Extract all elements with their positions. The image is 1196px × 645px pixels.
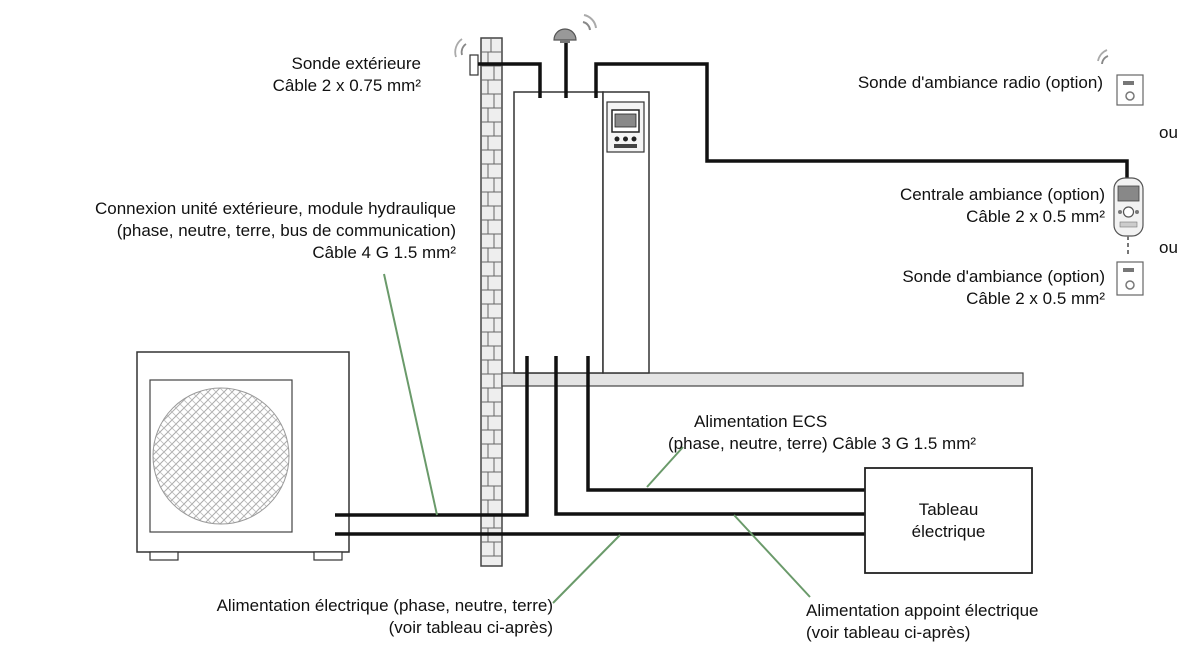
label-outdoor-unit-connection: Connexion unité extérieure, module hydra… <box>0 198 456 264</box>
label-central-room-unit-line2: Câble 2 x 0.5 mm² <box>966 207 1105 226</box>
leader-alim-electrique <box>552 534 621 604</box>
label-room-sensor: Sonde d'ambiance (option) Câble 2 x 0.5 … <box>790 266 1105 310</box>
cable-backup-heater <box>554 356 865 516</box>
label-or-1: ou <box>1159 123 1178 142</box>
floor-slab <box>501 372 1024 387</box>
leader-lines <box>383 273 811 604</box>
leader-connexion <box>383 273 438 516</box>
label-or-2: ou <box>1159 238 1178 257</box>
label-dhw-supply-line2: (phase, neutre, terre) Câble 3 G 1.5 mm² <box>668 434 977 453</box>
label-power-supply-line2: (voir tableau ci-après) <box>388 618 553 637</box>
outdoor-unit <box>136 351 350 561</box>
label-backup-heater-supply-line2: (voir tableau ci-après) <box>806 623 971 642</box>
label-outdoor-unit-connection-line1: Connexion unité extérieure, module hydra… <box>94 199 456 218</box>
label-outdoor-sensor-line1: Sonde extérieure <box>291 54 421 73</box>
label-central-room-unit-line1: Centrale ambiance (option) <box>899 185 1105 204</box>
label-backup-heater-supply-line1: Alimentation appoint électrique <box>806 601 1039 620</box>
cables <box>335 43 1129 536</box>
cable-dhw-supply <box>586 356 865 492</box>
label-outdoor-sensor-line2: Câble 2 x 0.75 mm² <box>272 76 421 95</box>
label-radio-room-sensor: Sonde d'ambiance radio (option) <box>760 72 1103 94</box>
label-room-sensor-line1: Sonde d'ambiance (option) <box>902 267 1105 286</box>
label-power-supply-line1: Alimentation électrique (phase, neutre, … <box>216 596 553 615</box>
label-outdoor-unit-connection-line3: Câble 4 G 1.5 mm² <box>312 243 456 262</box>
label-power-supply: Alimentation électrique (phase, neutre, … <box>100 595 553 639</box>
antenna-icon <box>553 14 597 43</box>
leader-appoint <box>733 514 811 598</box>
radio-room-sensor-icon <box>1097 49 1144 106</box>
label-electrical-panel-line1: Tableau <box>918 500 979 519</box>
outdoor-sensor-icon <box>454 38 479 76</box>
label-outdoor-sensor: Sonde extérieure Câble 2 x 0.75 mm² <box>200 53 421 97</box>
brick-wall <box>480 37 503 567</box>
room-sensor-icon <box>1116 261 1144 296</box>
leader-ecs <box>646 446 684 488</box>
hydraulic-module <box>513 91 650 374</box>
cable-outdoor-unit-link <box>335 356 529 517</box>
central-room-unit-icon <box>1113 177 1144 256</box>
cable-outdoor-sensor <box>478 62 542 98</box>
cable-room-control <box>594 62 1129 180</box>
label-radio-room-sensor-line1: Sonde d'ambiance radio (option) <box>857 73 1103 92</box>
label-electrical-panel-line2: électrique <box>911 522 986 541</box>
label-central-room-unit: Centrale ambiance (option) Câble 2 x 0.5… <box>790 184 1105 228</box>
label-backup-heater-supply: Alimentation appoint électrique (voir ta… <box>806 600 1038 644</box>
label-electrical-panel: Tableau électrique <box>865 499 1032 543</box>
label-outdoor-unit-connection-line2: (phase, neutre, terre, bus de communicat… <box>116 221 456 240</box>
label-dhw-supply-line1: Alimentation ECS <box>694 412 828 431</box>
label-room-sensor-line2: Câble 2 x 0.5 mm² <box>966 289 1105 308</box>
electrical-panel <box>864 467 1033 574</box>
label-dhw-supply: Alimentation ECS (phase, neutre, terre) … <box>668 411 976 455</box>
